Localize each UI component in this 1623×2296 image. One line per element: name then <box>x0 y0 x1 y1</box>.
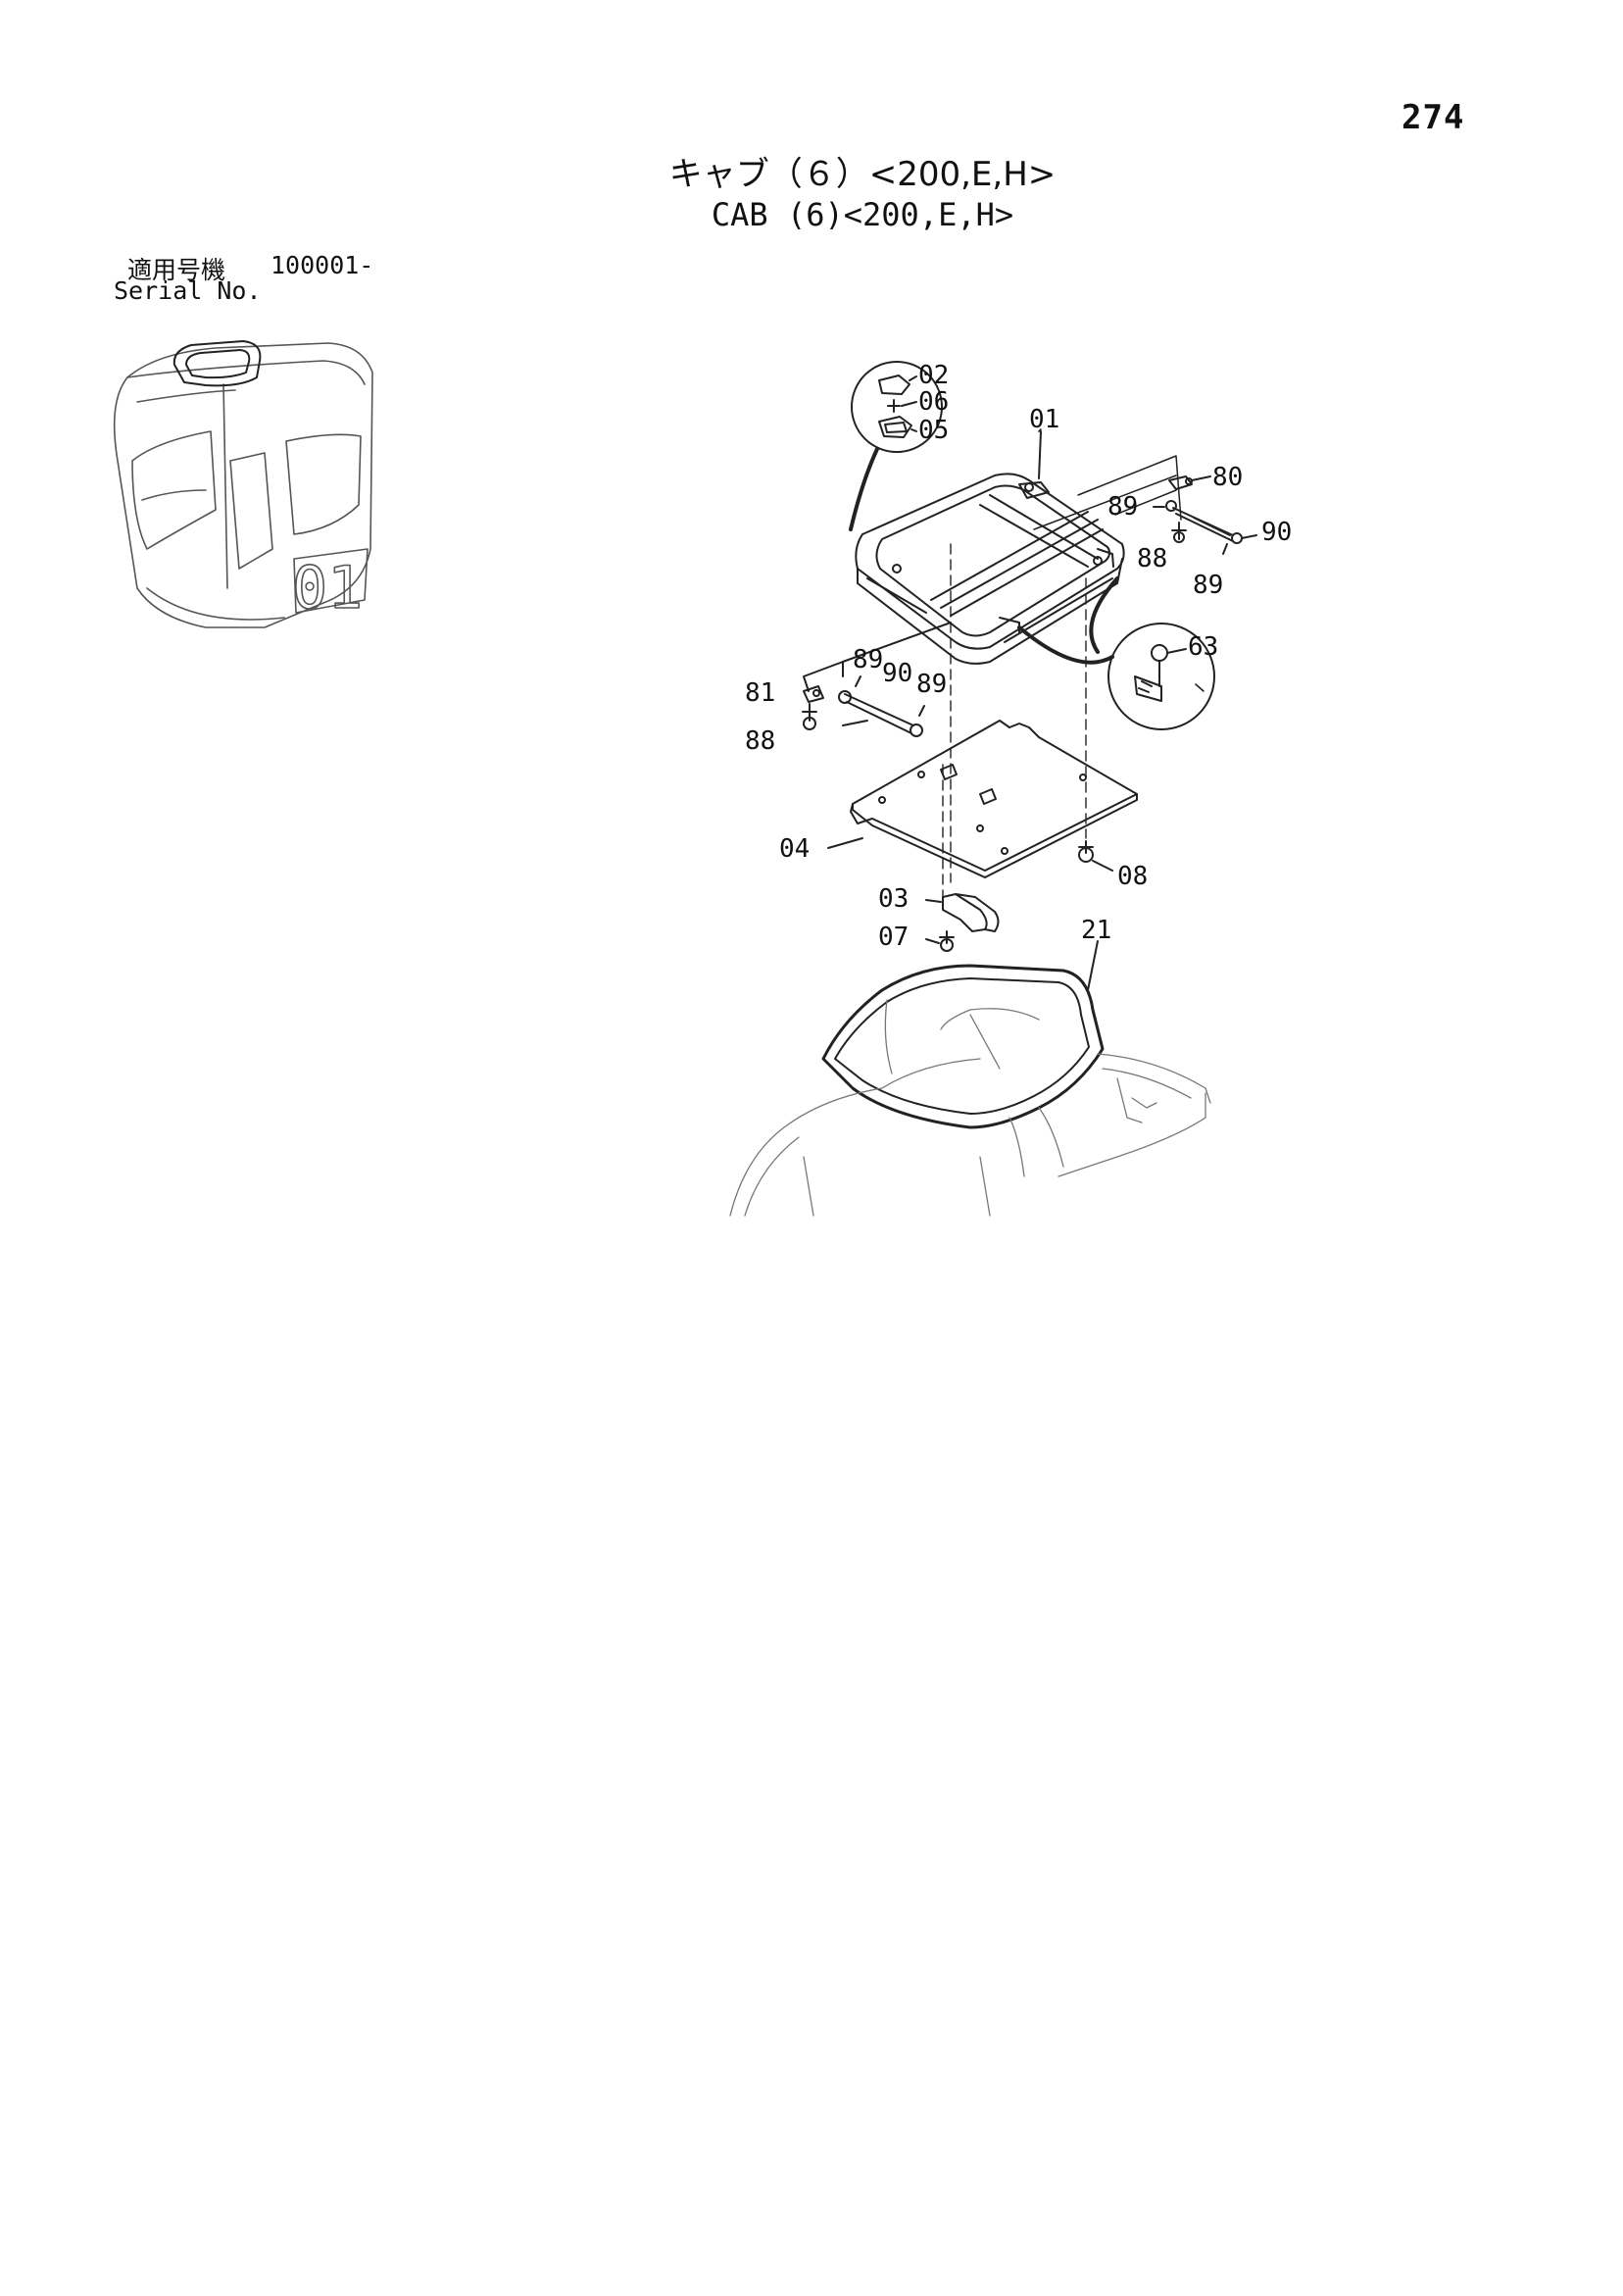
callout-21: 21 <box>1081 916 1111 945</box>
inner-panel <box>827 720 1138 878</box>
callout-88-left: 88 <box>745 726 775 756</box>
callout-labels: 02 06 05 01 80 89 90 88 89 63 89 90 89 8… <box>745 361 1292 952</box>
gas-spring-left <box>802 622 952 737</box>
serial-label-japanese: 適用号機 <box>127 256 226 284</box>
callout-02: 02 <box>918 361 949 390</box>
cab-thumbnail: 01 <box>113 340 373 628</box>
callout-80: 80 <box>1212 463 1243 492</box>
gas-spring-right <box>1153 475 1257 555</box>
callout-89-lower-right: 89 <box>1193 571 1223 600</box>
callout-07: 07 <box>878 923 909 952</box>
callout-89-left-b: 89 <box>916 670 947 699</box>
callout-88-right: 88 <box>1137 544 1167 574</box>
callout-08: 08 <box>1117 862 1148 891</box>
assembly-axis-lines <box>942 543 1087 898</box>
grab-handle <box>925 893 1000 952</box>
page-title-english: CAB (6)<200,E,H> <box>711 196 1014 233</box>
thumbnail-marking: 01 <box>292 554 363 623</box>
window-seal <box>821 940 1105 1129</box>
roof-window-frame <box>855 430 1125 665</box>
callout-leaders <box>1038 428 1205 692</box>
callout-05: 05 <box>918 416 949 445</box>
page-number: 274 <box>1402 98 1465 137</box>
detail-circle-top <box>849 361 943 531</box>
page-title-japanese: キャブ（６）<200,E,H> <box>668 155 1057 194</box>
callout-06: 06 <box>918 387 949 417</box>
callout-90-right: 90 <box>1261 518 1292 547</box>
cab-roof-outline <box>729 999 1211 1217</box>
bolt-08 <box>1078 840 1113 872</box>
callout-03: 03 <box>878 884 909 914</box>
callout-81: 81 <box>745 678 775 708</box>
callout-89-upper-right: 89 <box>1107 492 1138 522</box>
serial-label-english: Serial No. <box>114 276 262 305</box>
callout-89-left-a: 89 <box>853 645 883 674</box>
callout-01: 01 <box>1029 405 1059 434</box>
callout-90-left: 90 <box>882 659 912 688</box>
thumbnail-roof-window <box>172 340 262 387</box>
callout-04: 04 <box>779 834 810 864</box>
detail-circle-right <box>1017 576 1215 730</box>
leader-lines-right <box>1033 455 1182 530</box>
serial-number-value: 100001- <box>270 251 374 279</box>
callout-63: 63 <box>1188 632 1218 662</box>
